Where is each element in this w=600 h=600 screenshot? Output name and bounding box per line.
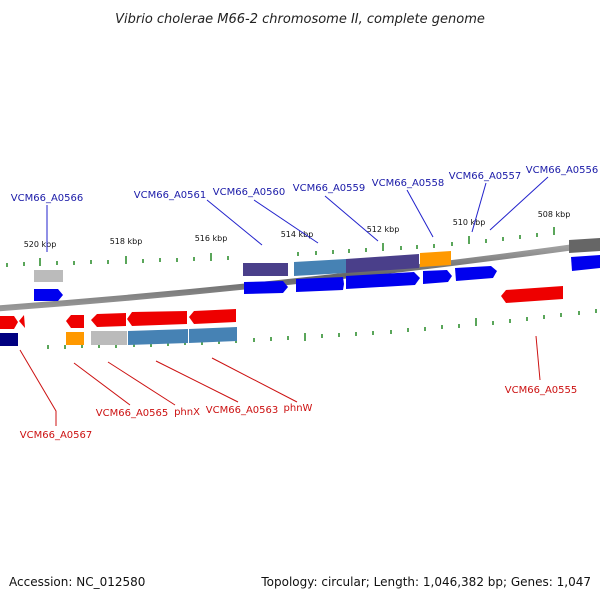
cog-bar [189,327,237,343]
scale-label: 516 kbp [195,234,228,243]
gene-label[interactable]: VCM66_A0563 [206,405,278,416]
forward-gene-arrow[interactable] [244,281,288,294]
forward-cds-genes[interactable] [34,255,600,301]
forward-gene-arrow[interactable] [296,277,344,292]
reverse-label-leaders [19,335,541,426]
gene-label[interactable]: phnX [174,407,200,418]
forward-gene-arrow[interactable] [455,266,497,281]
cog-bar [0,333,18,346]
scale-label: 514 kbp [281,230,314,239]
gene-label[interactable]: VCM66_A0558 [372,178,444,189]
forward-gene-labels: VCM66_A0566 VCM66_A0561 VCM66_A0560 VCM6… [11,165,598,204]
reverse-cog-bars [0,327,237,346]
map-title: Vibrio cholerae M66-2 chromosome II, com… [115,12,485,27]
cog-bar [243,263,288,276]
cog-bar [91,331,127,345]
scale-label: 518 kbp [110,237,143,246]
genome-summary-text: Topology: circular; Length: 1,046,382 bp… [260,575,591,589]
gene-label[interactable]: VCM66_A0557 [449,171,521,182]
scale-label: 510 kbp [453,218,486,227]
reverse-gene-arrow[interactable] [66,315,84,328]
reverse-gene-arrow[interactable] [0,316,18,329]
reverse-gene-arrow[interactable] [501,286,563,303]
cog-bar [34,270,63,282]
forward-gene-arrow[interactable] [34,289,63,301]
forward-gene-arrow[interactable] [423,270,452,284]
scale-labels: 520 kbp 518 kbp 516 kbp 514 kbp 512 kbp … [24,210,571,249]
forward-gene-arrow[interactable] [571,255,600,271]
accession-text: Accession: NC_012580 [9,575,145,589]
gene-label[interactable]: VCM66_A0556 [526,165,598,176]
forward-cog-bars [34,238,600,282]
gene-label[interactable]: VCM66_A0560 [213,187,285,198]
cog-bar [420,251,451,267]
reverse-scale-ticks [47,309,597,349]
cog-bar [569,238,600,253]
reverse-gene-arrow[interactable] [91,313,126,327]
scale-label: 520 kbp [24,240,57,249]
scale-label: 508 kbp [538,210,571,219]
cog-bar [346,254,419,273]
gene-label[interactable]: VCM66_A0565 [96,408,168,419]
gene-label[interactable]: VCM66_A0561 [134,190,206,201]
gene-label[interactable]: VCM66_A0567 [20,430,92,441]
forward-label-leaders [46,176,549,252]
reverse-gene-arrow[interactable] [189,309,236,324]
reverse-gene-arrow[interactable] [19,315,25,328]
forward-gene-arrow[interactable] [346,272,420,289]
cog-bar [294,259,346,276]
reverse-gene-arrow[interactable] [127,311,187,326]
cog-bar [66,332,84,345]
gene-label[interactable]: VCM66_A0555 [505,385,577,396]
reverse-gene-labels: VCM66_A0567 VCM66_A0565 phnX VCM66_A0563… [20,385,577,441]
reverse-cds-genes[interactable] [0,286,563,329]
scale-label: 512 kbp [367,225,400,234]
gene-label[interactable]: VCM66_A0559 [293,183,365,194]
gene-label[interactable]: phnW [284,403,313,414]
forward-scale-ticks [6,227,555,267]
gene-label[interactable]: VCM66_A0566 [11,193,83,204]
cog-bar [128,329,188,345]
